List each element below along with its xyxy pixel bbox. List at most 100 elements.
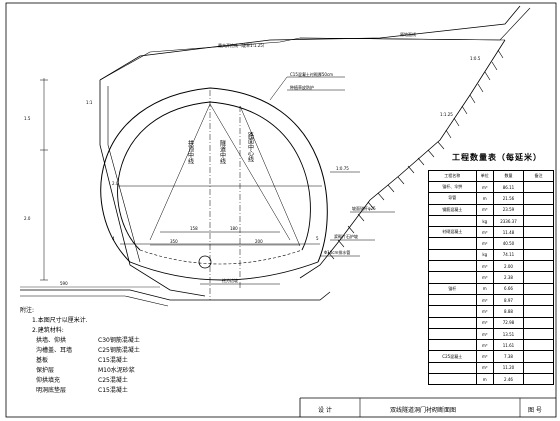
sheet-border (5, 2, 557, 418)
table-cell: 2.46 (493, 373, 524, 386)
table-cell: 导管 (428, 192, 477, 205)
table-cell: 衬砌混凝土 (428, 226, 477, 239)
table-cell: m³ (475, 271, 494, 284)
table-cell: 7.38 (493, 350, 524, 363)
table-cell (523, 203, 554, 216)
table-cell: 11.61 (493, 339, 524, 352)
table-cell (523, 237, 554, 250)
header-unit: 单位 (475, 170, 494, 182)
material-name: 明洞底垫层 (36, 387, 67, 394)
ground-line (99, 5, 521, 81)
left-wall-inner (107, 86, 141, 263)
title-block-designer: 设 计 (318, 407, 332, 414)
table-cell: m³ (475, 339, 494, 352)
table-cell: 86.11 (493, 180, 524, 194)
table-header-row: 工程名称 单位 数量 备注 (428, 170, 554, 182)
table-cell (523, 260, 554, 273)
right-slope (299, 39, 506, 279)
table-cell (523, 248, 554, 262)
table-cell: 2.38 (493, 271, 524, 284)
invert (129, 261, 319, 281)
table-cell (523, 373, 554, 386)
material-name: 基板 (36, 357, 49, 364)
label-s125: 1:1.25 (440, 112, 453, 117)
label-cut: 挖方边坡 (222, 277, 238, 283)
table-cell (523, 293, 554, 307)
table-cell: 8.97 (493, 293, 524, 307)
table-cell (428, 237, 477, 250)
label-grass: 种植草皮防护 (290, 84, 314, 90)
material-spec: C15混凝土 (98, 387, 128, 394)
table-cell (523, 327, 554, 341)
label-left-wall: 1:1 (86, 100, 93, 105)
table-cell (523, 350, 554, 363)
table-cell: m³ (475, 226, 494, 239)
label-left-a: 1.5 (24, 116, 31, 121)
table-cell (428, 214, 477, 228)
label-ref-axis: 路面中心线 (247, 131, 254, 162)
title-block-drawing: 双线隧道洞门衬砌断面图 (390, 407, 457, 414)
note-line-2: 2.建筑材料: (32, 327, 64, 334)
label-w200: 200 (255, 239, 263, 244)
table-cell: 40.50 (493, 237, 524, 250)
table-cell (523, 214, 554, 228)
label-v5: 5 (316, 236, 319, 241)
table-cell: 23.59 (493, 203, 524, 216)
label-v4: 4 (112, 236, 115, 241)
table-cell: 11.48 (493, 226, 524, 239)
table-cell: 2.00 (493, 260, 524, 273)
material-item: 明洞底垫层 C15混凝土 (20, 386, 140, 396)
table-cell (523, 271, 554, 284)
material-spec: M10水泥砂浆 (98, 367, 135, 374)
base-slab (20, 289, 331, 301)
table-cell (523, 226, 554, 239)
table-cell (428, 305, 477, 318)
table-cell (428, 293, 477, 307)
label-w158: 158 (190, 226, 198, 231)
label-road: 原地面线 (400, 31, 416, 37)
label-drain: Φ10cm排水管 (324, 249, 350, 255)
table-cell (523, 305, 554, 318)
table-cell: C25混凝土 (428, 350, 477, 363)
header-name: 工程名称 (428, 170, 477, 182)
table-cell (523, 316, 554, 329)
cut-line (99, 7, 531, 81)
road-line (299, 37, 506, 41)
material-name: 保护层 (36, 367, 55, 374)
material-item: 保护层 M10水泥砂浆 (20, 366, 140, 376)
label-right-w: 1:0.5 (470, 56, 481, 61)
table-cell (428, 260, 477, 273)
table-cell: 72.98 (493, 316, 524, 329)
label-slope-t: 坡面锚杆φ25 (352, 205, 376, 211)
label-w350: 350 (170, 239, 178, 244)
table-cell: m (475, 282, 494, 295)
table-cell: m³ (475, 350, 494, 363)
table-cell (428, 271, 477, 284)
material-name: 拱墙、仰拱 (36, 337, 67, 344)
table-cell: m³ (475, 327, 494, 341)
table-cell: kg (475, 248, 494, 262)
table-cell: 21.56 (493, 192, 524, 205)
table-cell: 11.20 (493, 361, 524, 375)
table-cell (428, 339, 477, 352)
header-qty: 数量 (493, 170, 524, 182)
table-cell (523, 361, 554, 375)
note-line-1: 1.本图尺寸以厘米计. (32, 317, 88, 324)
table-cell: 锚杆 (428, 282, 477, 295)
